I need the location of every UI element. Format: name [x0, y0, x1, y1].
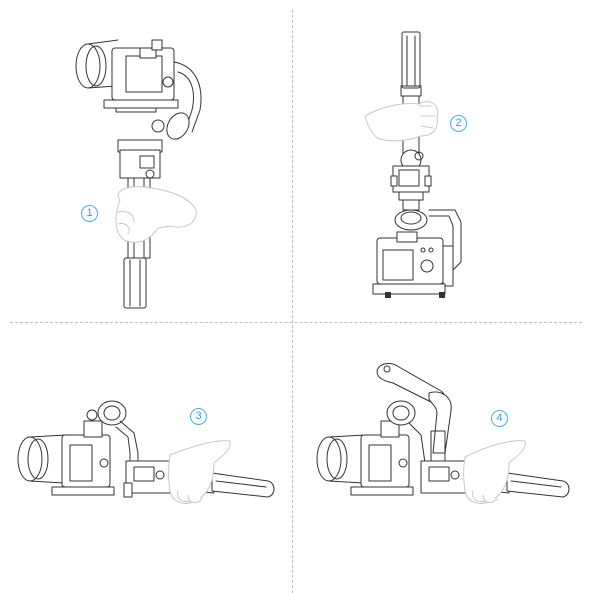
- panel-step-3: 3: [0, 323, 292, 593]
- gimbal-top-handle-illustration: [316, 363, 570, 504]
- gimbal-flashlight-illustration: [17, 400, 275, 504]
- vertical-divider: [292, 10, 293, 593]
- horizontal-divider: [10, 322, 582, 323]
- gimbal-upright-illustration: [75, 39, 202, 309]
- gimbal-underslung-illustration: [364, 31, 462, 298]
- panel-step-2: 2: [293, 0, 600, 322]
- panel-step-4: 4: [293, 323, 600, 593]
- panel-step-1: 1: [0, 0, 292, 322]
- step-badge-3: 3: [190, 408, 207, 425]
- step-badge-4: 4: [491, 410, 508, 427]
- step-badge-1: 1: [81, 205, 98, 222]
- step-badge-2: 2: [450, 115, 467, 132]
